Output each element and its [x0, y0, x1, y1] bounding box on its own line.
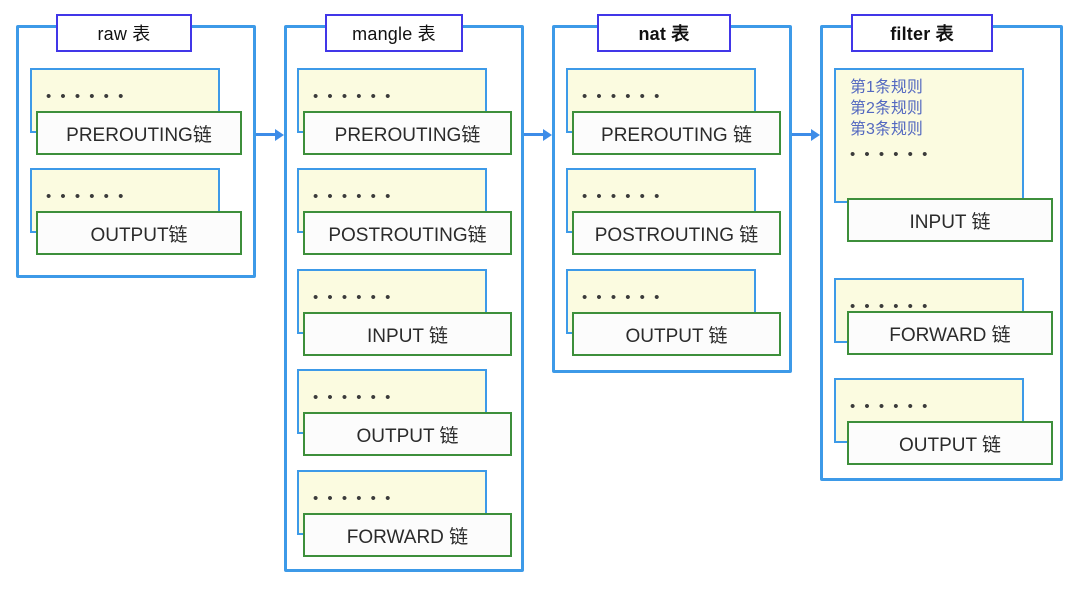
arrow-shaft [256, 133, 276, 136]
chain-plate-raw-0[interactable]: PREROUTING链 [36, 111, 242, 155]
ellipsis-icon: • • • • • • [850, 398, 930, 415]
chain-plate-mangle-0[interactable]: PREROUTING链 [303, 111, 512, 155]
table-title-nat: nat 表 [597, 14, 731, 52]
rule-line: 第1条规则 [850, 79, 923, 96]
flow-arrow-nat-to-filter [792, 129, 820, 141]
table-title-mangle: mangle 表 [325, 14, 463, 52]
ellipsis-icon: • • • • • • [46, 188, 126, 205]
ellipsis-icon: • • • • • • [582, 289, 662, 306]
ellipsis-icon: • • • • • • [313, 490, 393, 507]
chain-plate-raw-1[interactable]: OUTPUT链 [36, 211, 242, 255]
chain-plate-nat-2[interactable]: OUTPUT 链 [572, 312, 781, 356]
ellipsis-icon: • • • • • • [313, 289, 393, 306]
arrow-head-icon [543, 129, 552, 141]
flow-arrow-raw-to-mangle [256, 129, 284, 141]
flow-arrow-mangle-to-nat [524, 129, 552, 141]
chain-plate-filter-1[interactable]: FORWARD 链 [847, 311, 1053, 355]
chain-rules-filter-0: 第1条规则第2条规则第3条规则 [850, 77, 923, 140]
ellipsis-icon: • • • • • • [850, 298, 930, 315]
ellipsis-icon: • • • • • • [313, 188, 393, 205]
ellipsis-icon: • • • • • • [582, 88, 662, 105]
chain-plate-nat-0[interactable]: PREROUTING 链 [572, 111, 781, 155]
rule-line: 第3条规则 [850, 121, 923, 138]
arrow-head-icon [275, 129, 284, 141]
arrow-shaft [792, 133, 812, 136]
chain-plate-mangle-2[interactable]: INPUT 链 [303, 312, 512, 356]
ellipsis-icon: • • • • • • [313, 88, 393, 105]
ellipsis-icon: • • • • • • [46, 88, 126, 105]
chain-plate-filter-0[interactable]: INPUT 链 [847, 198, 1053, 242]
ellipsis-icon: • • • • • • [313, 389, 393, 406]
rule-line: 第2条规则 [850, 100, 923, 117]
table-title-filter: filter 表 [851, 14, 993, 52]
chain-plate-mangle-3[interactable]: OUTPUT 链 [303, 412, 512, 456]
arrow-shaft [524, 133, 544, 136]
ellipsis-icon: • • • • • • [850, 146, 930, 163]
chain-plate-mangle-1[interactable]: POSTROUTING链 [303, 211, 512, 255]
arrow-head-icon [811, 129, 820, 141]
chain-plate-mangle-4[interactable]: FORWARD 链 [303, 513, 512, 557]
chain-plate-filter-2[interactable]: OUTPUT 链 [847, 421, 1053, 465]
chain-card-filter-0: 第1条规则第2条规则第3条规则 • • • • • • [834, 68, 1024, 203]
chain-plate-nat-1[interactable]: POSTROUTING 链 [572, 211, 781, 255]
ellipsis-icon: • • • • • • [582, 188, 662, 205]
table-title-raw: raw 表 [56, 14, 192, 52]
